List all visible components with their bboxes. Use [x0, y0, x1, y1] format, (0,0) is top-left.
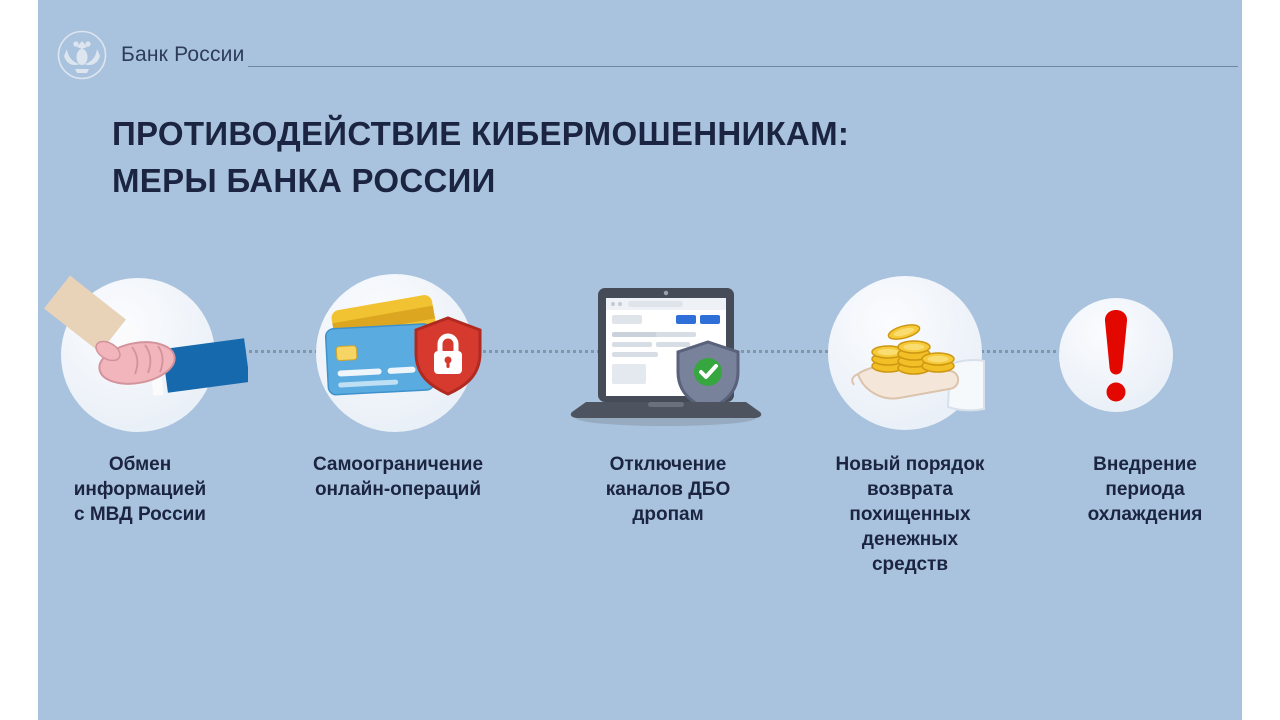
header-divider-line — [248, 66, 1238, 67]
bank-of-russia-emblem-icon — [57, 30, 107, 80]
item-label-mvd-exchange: Обмен информацией с МВД России — [73, 454, 207, 525]
handshake-icon — [44, 275, 248, 432]
slide-title: ПРОТИВОДЕЙСТВИЕ КИБЕРМОШЕННИКАМ: МЕРЫ БА… — [112, 110, 849, 204]
item-label-self-restrict: Самоограничение онлайн-операций — [312, 454, 484, 500]
item-label-refund-order: Новый порядок возврата похищенных денежн… — [835, 454, 985, 575]
title-line-2: МЕРЫ БАНКА РОССИИ — [112, 162, 496, 199]
left-margin-stripe — [0, 0, 38, 720]
coins-hand-icon — [828, 276, 985, 430]
right-margin-stripe — [1242, 0, 1280, 720]
laptop-shield-icon — [570, 288, 762, 426]
bank-of-russia-logo: Банк России — [56, 29, 245, 81]
title-line-1: ПРОТИВОДЕЙСТВИЕ КИБЕРМОШЕННИКАМ: — [112, 115, 850, 152]
item-label-dbo-disconnect: Отключение каналов ДБО дропам — [605, 454, 731, 525]
item-label-cooling-period: Внедрение периода охлаждения — [1087, 454, 1203, 525]
logo-text: Банк России — [121, 43, 245, 66]
exclamation-icon — [1059, 298, 1173, 412]
cards-shield-icon — [316, 274, 482, 432]
